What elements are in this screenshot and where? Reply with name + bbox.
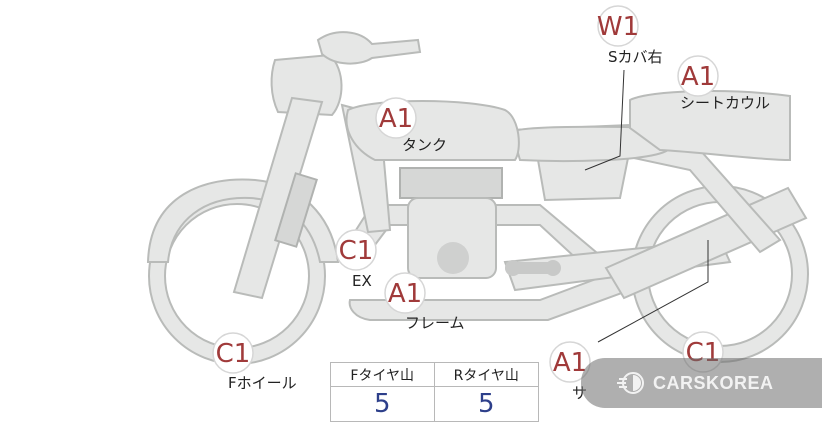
badge-code: A1 — [681, 62, 715, 92]
tread-depth-table: Fタイヤ山 Rタイヤ山 5 5 — [330, 362, 539, 422]
front-fork — [232, 96, 324, 300]
seat-cowl — [629, 90, 791, 162]
badge-code: C1 — [216, 339, 251, 369]
part-label: Sカバ右 — [608, 48, 663, 66]
badge-frame: A1 フレーム — [384, 272, 465, 332]
part-label: シートカウル — [680, 94, 770, 112]
rear-tread-header: Rタイヤ山 — [434, 363, 538, 387]
badge-seat-cowl: A1 シートカウル — [677, 55, 770, 112]
badge-exhaust: C1 EX — [335, 229, 377, 290]
headlight — [270, 53, 343, 117]
badge-code: W1 — [597, 12, 639, 42]
badge-front-wheel: C1 Fホイール — [212, 332, 297, 392]
watermark-text: CARSKOREA — [653, 372, 774, 393]
front-tread-header: Fタイヤ山 — [331, 363, 435, 387]
badge-tank: A1 タンク — [375, 97, 447, 154]
part-label: EX — [352, 272, 372, 290]
handlebar — [316, 31, 422, 65]
leader-line-lower — [597, 240, 709, 343]
leader-line-s-cover — [584, 69, 625, 171]
fork-tube — [273, 172, 319, 248]
carskorea-logo-icon — [617, 372, 644, 394]
watermark: CARSKOREA — [581, 358, 822, 408]
badge-code: A1 — [379, 104, 413, 134]
badge-code: C1 — [339, 236, 374, 266]
side-cover — [536, 156, 630, 202]
rear-tread-value: 5 — [477, 389, 495, 419]
part-label: タンク — [402, 136, 447, 154]
engine — [399, 167, 561, 279]
front-tread-value: 5 — [331, 387, 435, 421]
part-label: Fホイール — [228, 374, 297, 392]
part-label: フレーム — [405, 314, 465, 332]
badge-s-cover-right: W1 Sカバ右 — [597, 5, 663, 66]
badge-code: A1 — [388, 279, 422, 309]
